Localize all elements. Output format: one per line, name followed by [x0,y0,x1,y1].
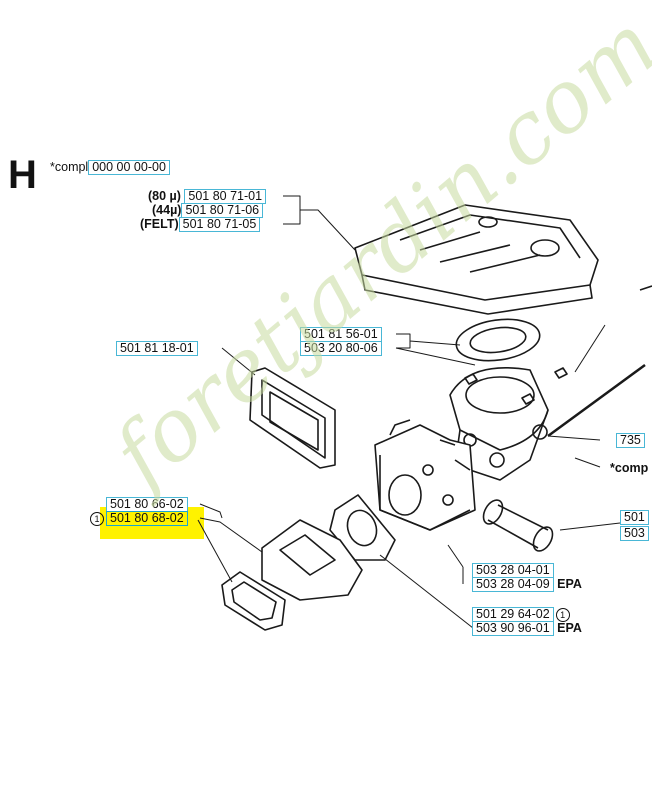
middle-gasket [329,494,396,561]
intake-part-number-1[interactable]: 501 80 66-02 [106,497,188,512]
bracket-part-number[interactable]: 501 81 18-01 [116,341,198,356]
bracket [249,367,336,469]
right-partial-compl: *comp [610,461,649,475]
gasket-pn-2: 503 20 80-06 [300,341,382,356]
gasket-top-pn-1[interactable]: 501 81 56-01 [300,327,382,342]
filter-row-1: (80 µ) 501 80 71-01 [148,189,267,204]
intake-manifold [261,519,363,601]
right-partial-1: 735 [616,433,645,448]
filter-pn-1[interactable]: 501 80 71-01 [184,189,267,204]
filter-row-2: (44µ)501 80 71-06 [152,203,264,218]
bottom-part-number-2[interactable]: 503 90 96-01 [472,621,554,636]
right-partial-3: 503 [620,526,649,541]
right-partial-pn-2[interactable]: 501 [620,510,649,525]
compl-text: *compl [50,160,89,174]
filter-pn-2[interactable]: 501 80 71-06 [181,203,264,218]
filter-row-3: (FELT)501 80 71-05 [140,217,261,232]
filter-tag-3: (FELT) [140,217,179,231]
carb-pn-1: 503 28 04-01 [472,563,554,578]
filter-pn-3[interactable]: 501 80 71-05 [178,217,261,232]
carburetor [374,419,476,531]
carb-part-number-1[interactable]: 503 28 04-01 [472,563,554,578]
right-partial-pn-1[interactable]: 735 [616,433,645,448]
carb-pn-2: 503 28 04-09 EPA [472,577,582,592]
gasket-top-pn-2[interactable]: 503 20 80-06 [300,341,382,356]
gasket-pn-1: 501 81 56-01 [300,327,382,342]
circle-mark-2: 1 [555,607,570,622]
fuel-tube [482,499,554,552]
air-filter-cover [354,204,599,315]
compl-part-number[interactable]: 000 00 00-00 [88,160,170,175]
bottom-epa-tag: EPA [557,621,582,635]
circle-mark-1: 1 [90,511,104,526]
top-gasket [455,318,541,362]
right-partial-2: 501 [620,510,649,525]
section-letter: H [8,153,37,197]
carb-epa-tag: EPA [557,577,582,591]
bracket-pn: 501 81 18-01 [116,341,198,356]
intake-part-number-2-highlighted[interactable]: 501 80 68-02 [106,511,188,526]
bottom-part-number-1[interactable]: 501 29 64-02 [472,607,554,622]
carb-part-number-2[interactable]: 503 28 04-09 [472,577,554,592]
filter-tag-1: (80 µ) [148,189,181,203]
bottom-pn-2: 503 90 96-01 EPA [472,621,582,636]
leader-lines [197,195,621,629]
lower-gasket [221,571,286,631]
intake-pn-1: 501 80 66-02 [106,497,188,512]
right-partial-pn-3[interactable]: 503 [620,526,649,541]
filter-tag-2: (44µ) [152,203,182,217]
